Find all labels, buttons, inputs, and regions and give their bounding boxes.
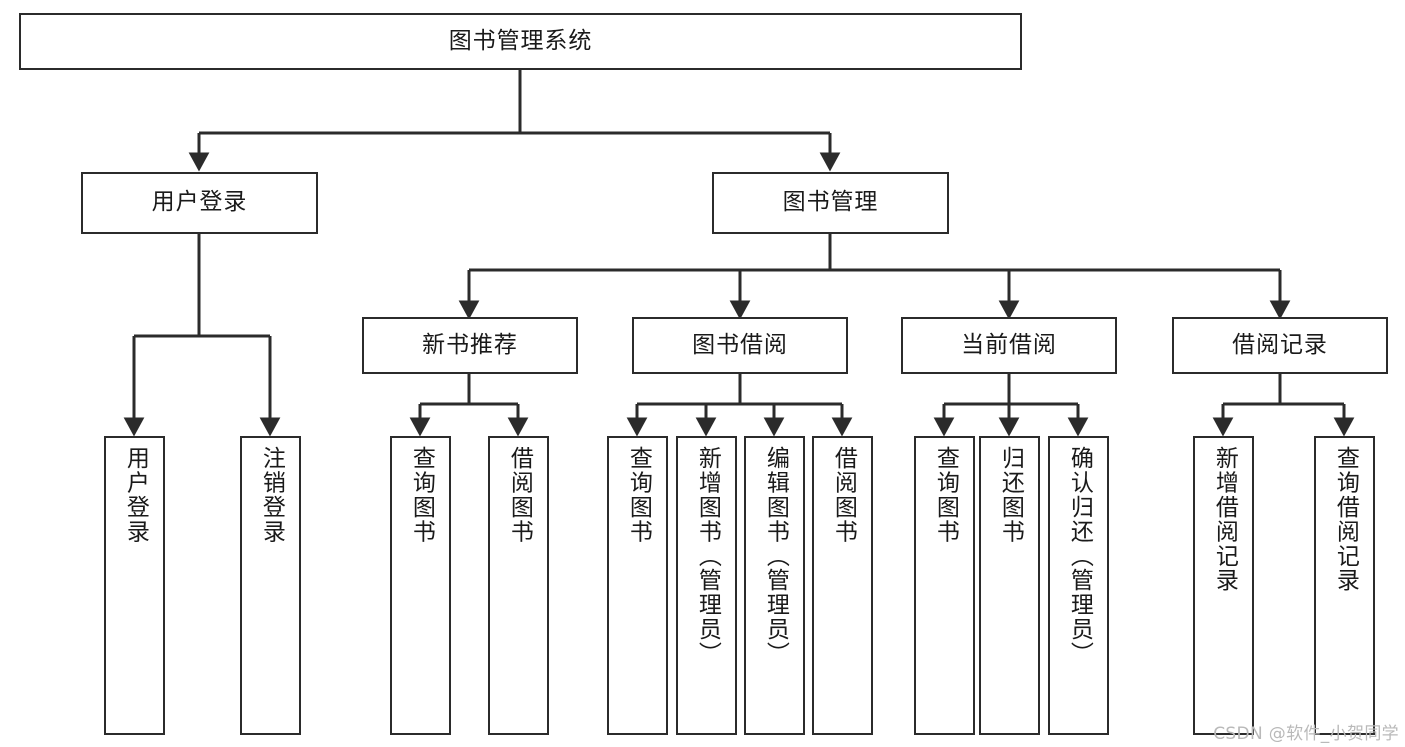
- node-leaf-borrow-book[interactable]: 借阅图书: [812, 436, 873, 735]
- node-label: 借阅图书: [830, 446, 857, 544]
- node-label: 查询图书: [625, 446, 652, 544]
- node-label: 注销登录: [258, 446, 285, 544]
- node-book-borrow[interactable]: 图书借阅: [632, 317, 848, 374]
- node-label: 查询图书: [408, 446, 435, 544]
- node-label: 归还图书: [997, 446, 1024, 544]
- node-leaf-edit-book-admin[interactable]: 编辑图书（管理员）: [744, 436, 805, 735]
- node-leaf-user-login[interactable]: 用户登录: [104, 436, 165, 735]
- node-leaf-confirm-return-admin[interactable]: 确认归还（管理员）: [1048, 436, 1109, 735]
- node-user-login[interactable]: 用户登录: [81, 172, 318, 234]
- node-label: 新书推荐: [422, 331, 518, 358]
- node-label: 编辑图书（管理员）: [762, 446, 789, 666]
- node-label: 查询图书: [932, 446, 959, 544]
- node-leaf-logout[interactable]: 注销登录: [240, 436, 301, 735]
- node-root-system[interactable]: 图书管理系统: [19, 13, 1022, 70]
- node-borrow-record[interactable]: 借阅记录: [1172, 317, 1388, 374]
- node-label: 借阅图书: [506, 446, 533, 544]
- node-leaf-borrow-book-recommend[interactable]: 借阅图书: [488, 436, 549, 735]
- node-label: 图书管理: [782, 189, 879, 216]
- node-label: 新增图书（管理员）: [694, 446, 721, 666]
- node-label: 图书管理系统: [448, 27, 593, 54]
- node-label: 用户登录: [122, 446, 149, 544]
- node-leaf-add-book-admin[interactable]: 新增图书（管理员）: [676, 436, 737, 735]
- node-label: 借阅记录: [1232, 331, 1328, 358]
- node-label: 确认归还（管理员）: [1066, 446, 1093, 666]
- node-new-book-recommend[interactable]: 新书推荐: [362, 317, 578, 374]
- node-label: 当前借阅: [961, 331, 1057, 358]
- node-book-management[interactable]: 图书管理: [712, 172, 949, 234]
- node-leaf-query-book-recommend[interactable]: 查询图书: [390, 436, 451, 735]
- node-current-borrow[interactable]: 当前借阅: [901, 317, 1117, 374]
- node-leaf-add-borrow-record[interactable]: 新增借阅记录: [1193, 436, 1254, 735]
- node-leaf-query-borrow-record[interactable]: 查询借阅记录: [1314, 436, 1375, 735]
- node-label: 图书借阅: [692, 331, 788, 358]
- node-label: 查询借阅记录: [1332, 446, 1359, 593]
- node-label: 新增借阅记录: [1211, 446, 1238, 593]
- node-label: 用户登录: [151, 189, 248, 216]
- node-leaf-query-book-current[interactable]: 查询图书: [914, 436, 975, 735]
- node-leaf-query-book-borrow[interactable]: 查询图书: [607, 436, 668, 735]
- node-leaf-return-book[interactable]: 归还图书: [979, 436, 1040, 735]
